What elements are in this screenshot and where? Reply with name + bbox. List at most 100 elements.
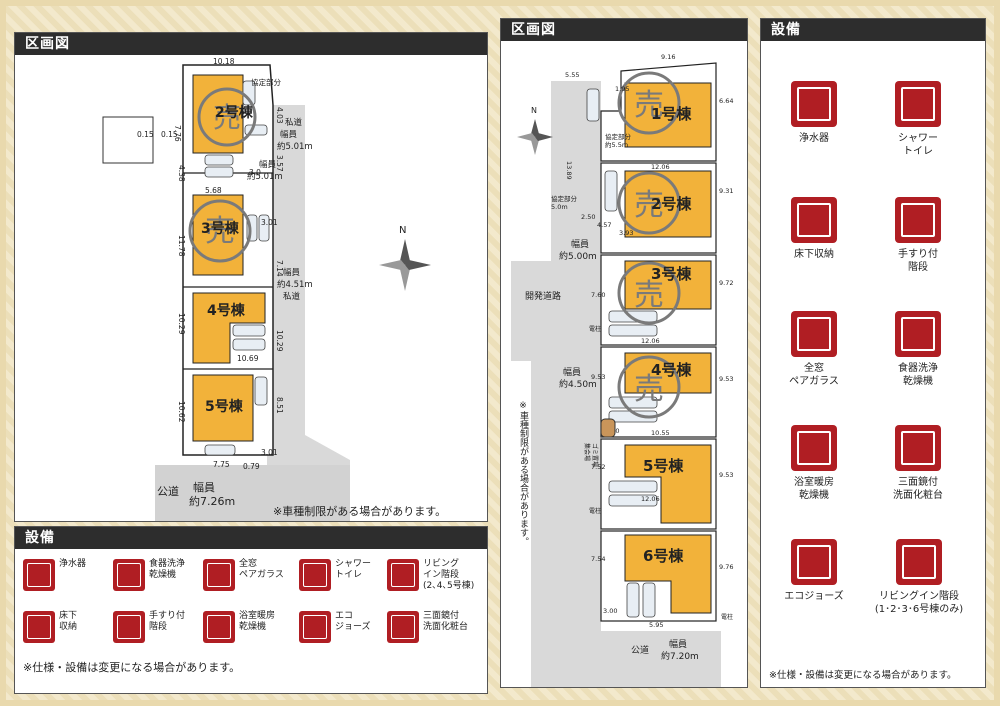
house-4 xyxy=(192,292,266,364)
left-restriction-note: ※車種制限がある場合があります。 xyxy=(273,505,447,518)
equip-shower-toilet: シャワー トイレ xyxy=(299,559,371,591)
svg-text:電柱: 電柱 xyxy=(721,613,733,621)
svg-text:幅員: 幅員 xyxy=(571,238,589,250)
sold-stamp-2: 売 xyxy=(213,101,241,134)
storage-icon xyxy=(791,197,837,243)
svg-text:約5.5m: 約5.5m xyxy=(605,140,628,149)
svg-text:1号棟: 1号棟 xyxy=(651,105,692,123)
svg-text:公道: 公道 xyxy=(631,644,649,656)
svg-text:約4.51m: 約4.51m xyxy=(277,279,313,290)
toilet-icon xyxy=(895,81,941,127)
private-road xyxy=(155,105,350,521)
equip-bath-dryer: 浴室暖房 乾燥機 xyxy=(769,425,859,502)
svg-text:7.76: 7.76 xyxy=(173,125,182,142)
development-road xyxy=(511,81,721,687)
svg-text:0.15: 0.15 xyxy=(137,130,154,139)
eco-icon xyxy=(791,539,837,585)
stairs-icon xyxy=(387,559,419,591)
svg-text:4.38: 4.38 xyxy=(177,165,186,182)
svg-text:開発道路: 開発道路 xyxy=(525,290,561,302)
svg-text:幅員: 幅員 xyxy=(259,159,277,170)
mirror-icon xyxy=(895,425,941,471)
equip-handrail-stairs: 手すり付 階段 xyxy=(113,611,185,643)
svg-text:10.62: 10.62 xyxy=(177,401,186,423)
house-label-2: 2号棟 xyxy=(215,104,254,121)
svg-text:6号棟: 6号棟 xyxy=(643,547,684,565)
public-road-label: 公道 xyxy=(157,484,179,498)
middle-plan-header: 区画図 xyxy=(501,19,747,41)
house-label-3: 3号棟 xyxy=(201,220,240,237)
mirror-icon xyxy=(387,611,419,643)
svg-text:9.72: 9.72 xyxy=(719,279,733,287)
svg-text:3.01: 3.01 xyxy=(261,218,278,227)
svg-text:集会場: 集会場 xyxy=(583,443,591,461)
svg-text:7.54: 7.54 xyxy=(591,555,605,563)
svg-text:協定部分: 協定部分 xyxy=(605,132,632,141)
equip-pair-glass: 全窓 ペアガラス xyxy=(769,311,859,388)
middle-site-plan: 売 売 売 売 1号棟 2号棟 3号棟 4号棟 5号棟 6号棟 9.16 5.5… xyxy=(511,53,733,687)
equip-vanity: 三面鏡付 洗面化粧台 xyxy=(387,611,468,643)
adjacent-plot xyxy=(102,116,154,164)
svg-text:5.68: 5.68 xyxy=(205,186,222,195)
public-road xyxy=(155,465,350,521)
house-1 xyxy=(624,82,712,148)
svg-text:5.0m: 5.0m xyxy=(551,203,568,211)
right-equip-note: ※仕様・設備は変更になる場合があります。 xyxy=(769,670,957,681)
water-purifier-icon xyxy=(23,559,55,591)
svg-text:幅員: 幅員 xyxy=(669,638,687,650)
handrail-icon xyxy=(895,197,941,243)
svg-text:協定部分: 協定部分 xyxy=(251,77,281,87)
equip-vanity: 三面鏡付 洗面化粧台 xyxy=(873,425,963,502)
middle-restriction-note: ※車種制限がある場合があります。 xyxy=(518,401,529,546)
right-equipment-panel: 設備 浄水器 シャワー トイレ 床下収納 手すり付 階段 全窓 ペアガラス 食器… xyxy=(760,18,986,688)
svg-text:協定部分: 協定部分 xyxy=(551,194,578,203)
road-width-value: 約7.26m xyxy=(189,494,235,508)
svg-text:9.53: 9.53 xyxy=(719,375,733,383)
svg-text:幅員: 幅員 xyxy=(563,366,581,378)
equip-underfloor-storage: 床下 収納 xyxy=(23,611,77,643)
equip-underfloor-storage: 床下収納 xyxy=(769,197,859,261)
equip-eco-jozu: エコ ジョーズ xyxy=(299,611,371,643)
svg-text:3.0: 3.0 xyxy=(249,168,261,177)
storage-icon xyxy=(23,611,55,643)
left-equipment-header: 設備 xyxy=(15,527,487,549)
svg-text:5号棟: 5号棟 xyxy=(643,457,684,475)
sold-stamp-1: 売 xyxy=(634,88,664,123)
equip-living-stairs: リビングイン階段 (1･2･3･6号棟のみ) xyxy=(861,539,977,616)
svg-text:3号棟: 3号棟 xyxy=(651,265,692,283)
house-5 xyxy=(192,374,254,442)
svg-text:10.18: 10.18 xyxy=(213,57,235,66)
equip-handrail-stairs: 手すり付 階段 xyxy=(873,197,963,274)
svg-text:1.95: 1.95 xyxy=(615,85,629,93)
svg-text:電柱: 電柱 xyxy=(589,325,601,333)
stairs-icon xyxy=(896,539,942,585)
svg-text:7.60: 7.60 xyxy=(591,291,605,299)
left-plan-panel: 区画図 売 売 2号棟 3号棟 4号棟 5 xyxy=(14,32,488,522)
svg-text:4.03: 4.03 xyxy=(275,107,284,124)
equip-eco-jozu: エコジョーズ xyxy=(769,539,859,603)
right-equipment-header: 設備 xyxy=(761,19,985,41)
svg-text:ゴミ置場: ゴミ置場 xyxy=(591,443,599,467)
svg-text:3.01: 3.01 xyxy=(261,448,278,457)
compass-north: N xyxy=(531,106,537,115)
sold-stamp-4: 売 xyxy=(634,372,664,407)
bath-dryer-icon xyxy=(791,425,837,471)
house-6 xyxy=(624,534,712,614)
left-plan-header: 区画図 xyxy=(15,33,487,55)
sold-stamp-3: 売 xyxy=(634,278,664,313)
svg-text:6.64: 6.64 xyxy=(719,97,733,105)
compass-north: N xyxy=(399,225,406,236)
compass-icon xyxy=(379,239,431,291)
svg-text:10.69: 10.69 xyxy=(237,354,259,363)
toilet-icon xyxy=(299,559,331,591)
equip-shower-toilet: シャワー トイレ xyxy=(873,81,963,158)
water-purifier-icon xyxy=(791,81,837,127)
svg-text:4号棟: 4号棟 xyxy=(651,361,692,379)
svg-text:12.06: 12.06 xyxy=(641,337,660,345)
svg-text:5.95: 5.95 xyxy=(649,621,663,629)
handrail-icon xyxy=(113,611,145,643)
equip-bath-dryer: 浴室暖房 乾燥機 xyxy=(203,611,275,643)
svg-text:私道: 私道 xyxy=(283,291,301,302)
svg-text:9.53: 9.53 xyxy=(591,373,605,381)
equip-water-purifier: 浄水器 xyxy=(23,559,86,591)
